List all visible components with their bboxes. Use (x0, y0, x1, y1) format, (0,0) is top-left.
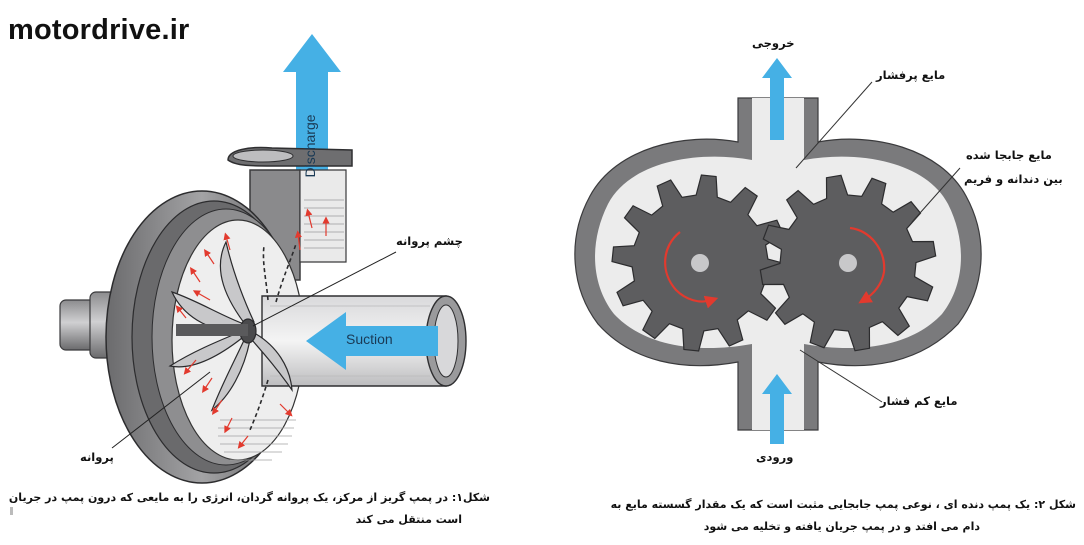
figure2-caption-line2: دام می افتد و در پمپ جریان یافته و تخلیه… (703, 520, 980, 533)
centrifugal-pump-illustration (59, 34, 467, 484)
trapped-leader (911, 167, 961, 223)
flow-dashes (249, 243, 297, 431)
trapped-label-line2: بین دندانه و فریم (964, 172, 1063, 186)
suction-label: Suction (346, 331, 393, 347)
outlet-arrow (762, 58, 792, 140)
trapped-label-line1: مایع جابجا شده (966, 148, 1052, 162)
gear-pump-illustration (574, 58, 982, 444)
site-brand: motordrive.ir (8, 14, 190, 46)
impeller (168, 240, 293, 412)
impeller-eye-leader (252, 251, 397, 327)
low-pressure-label: مایع کم فشار (880, 394, 958, 408)
impeller-label: پروانه (80, 450, 114, 464)
gear-hub (839, 254, 857, 272)
gear-hub (691, 254, 709, 272)
caption-mark (10, 507, 13, 515)
inlet-arrow (762, 374, 792, 444)
figure1-caption-line1: شکل۱: در پمپ گریز از مرکز، یک پروانه گرد… (8, 491, 490, 504)
impeller-leader (111, 371, 211, 449)
impeller-eye-label: چشم پروانه (396, 234, 463, 248)
figure1-caption-line2: است منتقل می کند (355, 513, 462, 526)
discharge-label: Discharge (302, 114, 318, 178)
high-pressure-label: مایع پرفشار (876, 68, 946, 82)
volute-casing (105, 190, 305, 484)
high-pressure-leader (795, 81, 873, 169)
flow-arrows (175, 208, 330, 449)
right-rotation-arrow (849, 226, 886, 304)
suction-arrow (306, 312, 438, 370)
left-gear (611, 174, 789, 352)
discharge-neck (227, 146, 353, 281)
left-rotation-arrow (664, 231, 719, 309)
figure2-caption-line1: شکل ۲: یک پمپ دنده ای ، نوعی پمپ جابجایی… (610, 498, 1076, 511)
low-pressure-leader (799, 349, 883, 403)
outlet-label: خروجی (752, 36, 795, 50)
inlet-label: ورودی (756, 450, 794, 464)
right-gear (759, 174, 937, 352)
